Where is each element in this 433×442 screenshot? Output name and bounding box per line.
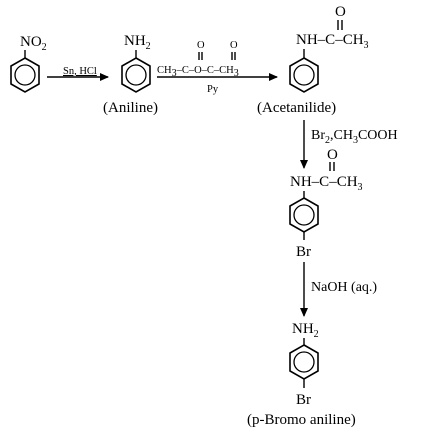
p-bromoaniline: NH2 Br (p-Bromo aniline) — [247, 321, 356, 428]
bromoaniline-aromatic-circle — [293, 351, 315, 373]
acetanilide-amide-label: NH–C–CH3 — [296, 32, 369, 51]
pyridine-label: Py — [207, 84, 219, 95]
anhydride-oxygen-2: O — [230, 40, 238, 51]
bromoaniline-amino-label: NH2 — [292, 321, 319, 340]
step4-hydrolysis: NaOH (aq.) — [300, 262, 377, 317]
bromoacetanilide-bromo-label: Br — [296, 244, 311, 260]
bromoaniline-bromo-label: Br — [296, 392, 311, 408]
acetic-anhydride-formula: CH3–C–O–C–CH3 — [157, 65, 239, 79]
aniline-aromatic-circle — [125, 64, 147, 86]
step2-acetylation: O O CH3–C–O–C–CH3 Py — [157, 40, 278, 95]
acetanilide-caption: (Acetanilide) — [257, 100, 336, 116]
aniline: NH2 (Aniline) — [103, 33, 158, 116]
p-bromoacetanilide: O NH–C–CH3 Br — [289, 147, 363, 260]
acetanilide-aromatic-circle — [293, 64, 315, 86]
bromoacetanilide-amide-label: NH–C–CH3 — [290, 174, 363, 193]
nitrobenzene-aromatic-circle — [14, 64, 36, 86]
bromoacetanilide-aromatic-circle — [293, 204, 315, 226]
nitrobenzene-ring — [10, 57, 40, 93]
aniline-caption: (Aniline) — [103, 100, 158, 116]
bromoacetanilide-carbonyl-oxygen: O — [327, 147, 338, 163]
nitro-group-label: NO2 — [20, 34, 47, 53]
aniline-amino-label: NH2 — [124, 33, 151, 52]
step1-reduction: Sn, HCl — [47, 66, 109, 81]
acetanilide-carbonyl-oxygen: O — [335, 4, 346, 20]
acetanilide: O NH–C–CH3 (Acetanilide) — [257, 4, 369, 116]
bromoaniline-caption: (p-Bromo aniline) — [247, 412, 356, 428]
step3-bromination: Br2,CH3COOH — [300, 120, 398, 169]
aniline-ring — [121, 57, 151, 93]
step1-reagent: Sn, HCl — [63, 66, 97, 77]
step3-reagent: Br2,CH3COOH — [311, 128, 398, 146]
step4-reagent: NaOH (aq.) — [311, 280, 377, 295]
acetanilide-ring — [289, 57, 319, 93]
nitrobenzene: NO2 — [10, 34, 47, 93]
anhydride-oxygen-1: O — [197, 40, 205, 51]
